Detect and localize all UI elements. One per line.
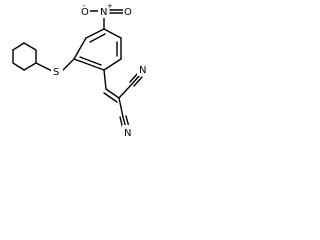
bond-vinyl-double-a (105, 88, 120, 99)
bond-cyclohexyl-4 (23, 62, 37, 71)
nitrile-bottom-label-background (122, 125, 133, 138)
nitro-n-label-background (98, 6, 109, 18)
bond-benzene-5 (103, 58, 122, 71)
bond-vinyl-nitrile-bottom (118, 97, 124, 118)
bond-sulfur-ring (61, 58, 75, 72)
bond-benzene-1 (73, 37, 87, 60)
nitro-o-right-label: O (124, 7, 132, 18)
bond-benzene-inner-1 (89, 33, 106, 43)
sulfur-label: S (53, 67, 59, 78)
nitro-o-left-label-background (80, 6, 90, 18)
bond-cyclohexyl-2 (23, 42, 37, 51)
nitro-n-label: N (100, 7, 107, 18)
bond-benzene-3 (103, 28, 122, 39)
benzene-ring (73, 28, 122, 71)
bond-ring-vinyl (103, 69, 107, 90)
sulfur-label-background (51, 64, 63, 78)
nitro-plus-label: + (107, 2, 113, 10)
bond-nitrile-top-b (129, 72, 139, 83)
bond-benzene-6 (73, 58, 105, 71)
nitrile-bottom-label: N (124, 128, 131, 139)
bond-nitrile-top-c (133, 76, 143, 87)
nitro-o-left-label: O (81, 7, 89, 18)
bond-cyclohexyl-5 (12, 62, 25, 71)
bond-vinyl-nitrile-top (118, 83, 133, 99)
bond-benzene-2 (85, 28, 105, 39)
bond-cyclohexyl-1 (12, 42, 25, 51)
nitrile-top-triple-bond (129, 72, 143, 87)
bond-benzene-inner-3 (79, 56, 102, 66)
cyclohexyl-ring (12, 42, 37, 71)
nitro-o-right-label-background (123, 6, 133, 18)
nitrile-top-label-background (137, 63, 148, 76)
bond-nitrile-top-a (131, 74, 141, 85)
bond-cyclohexyl-sulfur (35, 62, 53, 72)
bond-vinyl-double-b (103, 92, 118, 103)
molecule-structure: S O - N + O N N (12, 2, 148, 139)
nitrile-top-label: N (139, 65, 146, 76)
nitro-minus-label: - (83, 2, 86, 10)
